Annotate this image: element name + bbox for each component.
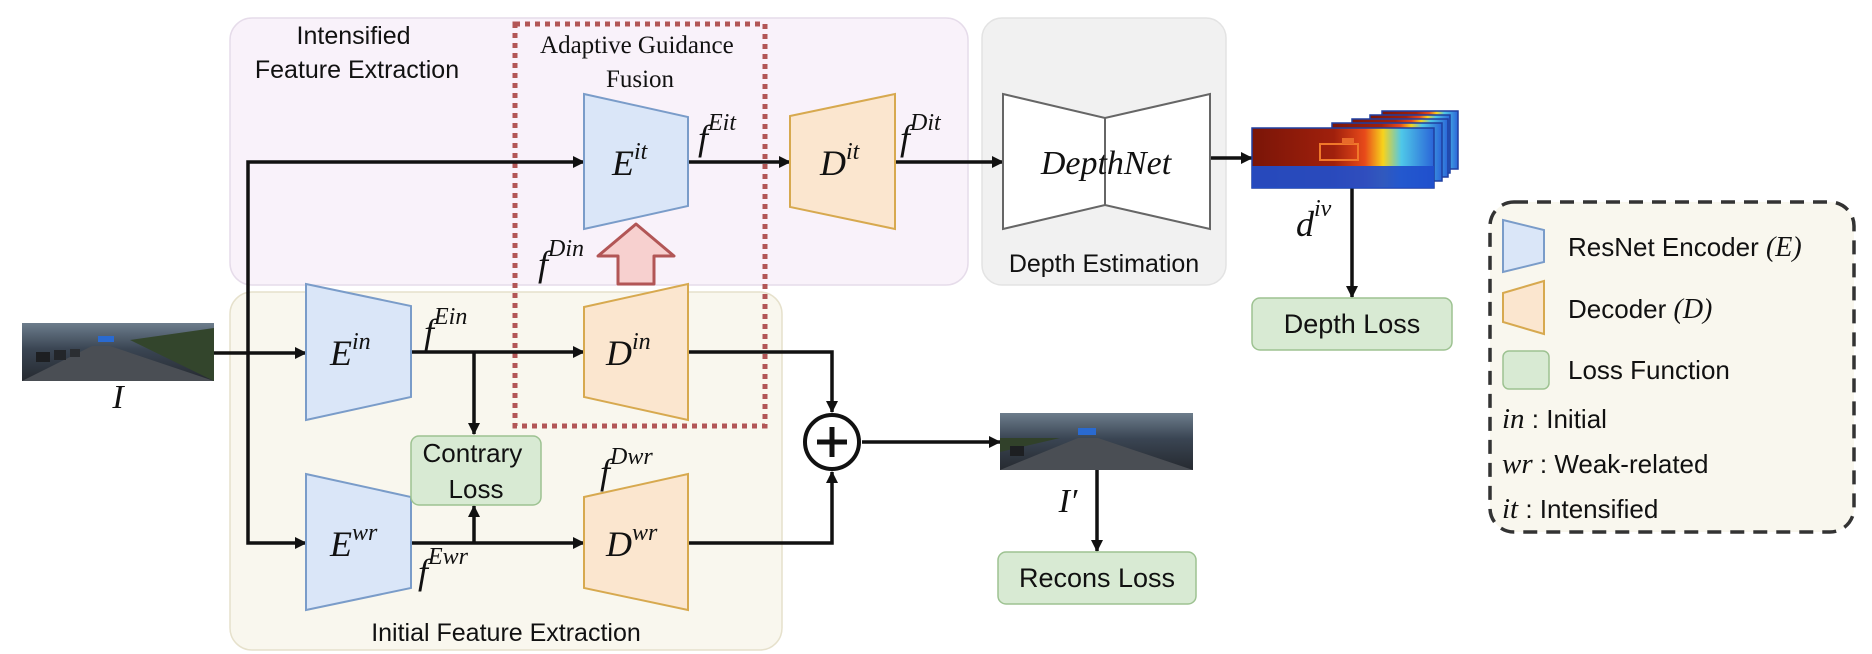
input-symbol: I xyxy=(111,379,125,416)
legend-abbr-wr: wr : Weak-related xyxy=(1502,448,1708,480)
initial-label: Initial Feature Extraction xyxy=(371,619,641,647)
legend-box xyxy=(1488,200,1856,534)
legend-encoder-swatch xyxy=(1502,218,1545,274)
legend-loss-label: Loss Function xyxy=(1568,355,1730,385)
encoder-E-wr xyxy=(305,472,412,612)
adaptive-guidance-label: Adaptive Guidance Fusion xyxy=(540,32,740,93)
contrary-loss-box xyxy=(410,435,542,506)
reconstructed-image xyxy=(1000,413,1193,470)
recon-symbol: I′ xyxy=(1058,483,1078,520)
E-it-label: Eit xyxy=(611,139,649,183)
D-wr-label: Dwr xyxy=(605,520,658,564)
E-in-label: Ein xyxy=(329,329,371,373)
edge-input-to-Eit xyxy=(246,156,585,353)
sum-node xyxy=(803,413,861,471)
decoder-D-it xyxy=(789,92,896,231)
E-wr-label: Ewr xyxy=(329,520,378,564)
decoder-D-in xyxy=(583,282,689,422)
D-in-label: Din xyxy=(605,329,651,373)
encoder-E-it xyxy=(583,92,689,231)
decoder-D-wr xyxy=(583,472,689,612)
guidance-arrow xyxy=(596,222,676,286)
legend-decoder-label: Decoder (D) xyxy=(1568,294,1712,325)
legend-decoder-swatch xyxy=(1502,279,1545,336)
contrary-loss-label: Contrary Loss xyxy=(423,438,530,504)
input-image xyxy=(22,323,214,381)
edge-Din-to-plus xyxy=(688,350,838,413)
depth-estimation-label: Depth Estimation xyxy=(1009,250,1199,278)
edge-Dwr-to-plus xyxy=(688,471,838,545)
depth-loss-box xyxy=(1251,297,1453,351)
depth-loss-label: Depth Loss xyxy=(1284,309,1421,339)
depthnet-label: DepthNet xyxy=(1040,145,1173,182)
edge-input-to-Ewr xyxy=(246,353,307,549)
legend-loss-swatch xyxy=(1502,350,1550,390)
legend-encoder-label: ResNet Encoder (E) xyxy=(1568,232,1802,263)
intensified-label: Intensified Feature Extraction xyxy=(255,22,459,84)
legend-abbr-in: in : Initial xyxy=(1502,403,1607,435)
legend: ResNet Encoder (E) Decoder (D) Loss Func… xyxy=(1488,200,1856,534)
d-iv-label: div xyxy=(1296,196,1332,244)
recons-loss-label: Recons Loss xyxy=(1019,563,1175,593)
recons-loss-box xyxy=(997,551,1197,605)
legend-abbr-it: it : Intensified xyxy=(1502,493,1658,525)
depth-map-stack xyxy=(1251,110,1459,189)
D-it-label: Dit xyxy=(819,139,861,183)
encoder-E-in xyxy=(305,282,412,422)
f-Eit-label: fEit xyxy=(698,110,737,158)
adaptive-guidance-box xyxy=(512,21,768,429)
